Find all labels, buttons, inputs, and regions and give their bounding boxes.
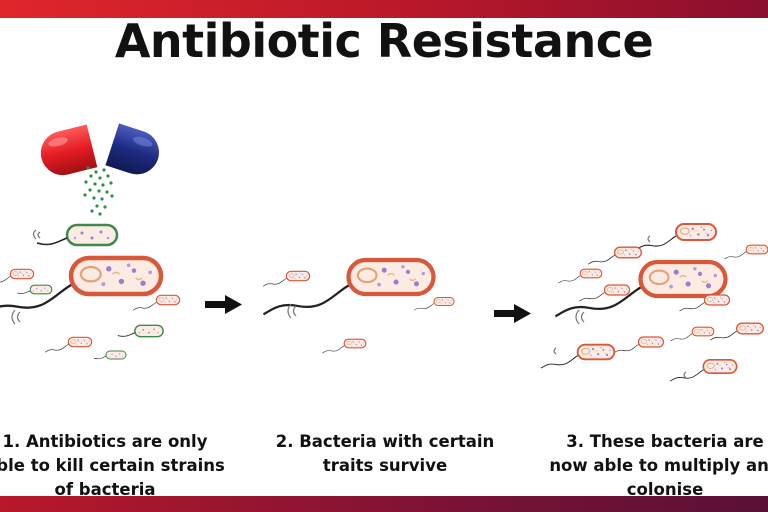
top-accent-bar — [0, 0, 768, 18]
step-1-line-3: of bacteria — [54, 480, 156, 499]
arrow-right-icon — [205, 295, 242, 314]
step-2-caption: 2. Bacteria with certain traits survive — [260, 430, 510, 478]
panel-1-illustration — [0, 123, 181, 360]
step-3-line-3: colonise — [626, 480, 704, 499]
step-2-line-1: 2. Bacteria with certain — [275, 432, 495, 451]
page-title: Antibiotic Resistance — [114, 14, 654, 68]
bottom-accent-bar — [0, 496, 768, 512]
susceptible-bacterium-icon — [35, 223, 119, 247]
arrow-right-icon — [494, 304, 531, 323]
resistant-bacterium-icon — [0, 258, 161, 316]
panel-3-illustration — [539, 222, 768, 383]
step-3-line-1: 3. These bacteria are — [566, 432, 764, 451]
step-1-line-2: able to kill certain strains — [0, 456, 225, 475]
panel-2-illustration — [263, 260, 455, 354]
step-1-caption: 1. Antibiotics are only able to kill cer… — [0, 430, 230, 502]
antibiotic-powder-icon — [83, 166, 114, 216]
antibiotic-capsule-icon — [40, 123, 159, 176]
step-2-line-2: traits survive — [322, 456, 448, 475]
step-3-line-2: now able to multiply and — [549, 456, 768, 475]
step-1-line-1: 1. Antibiotics are only — [2, 432, 208, 451]
step-3-caption: 3. These bacteria are now able to multip… — [535, 430, 768, 502]
